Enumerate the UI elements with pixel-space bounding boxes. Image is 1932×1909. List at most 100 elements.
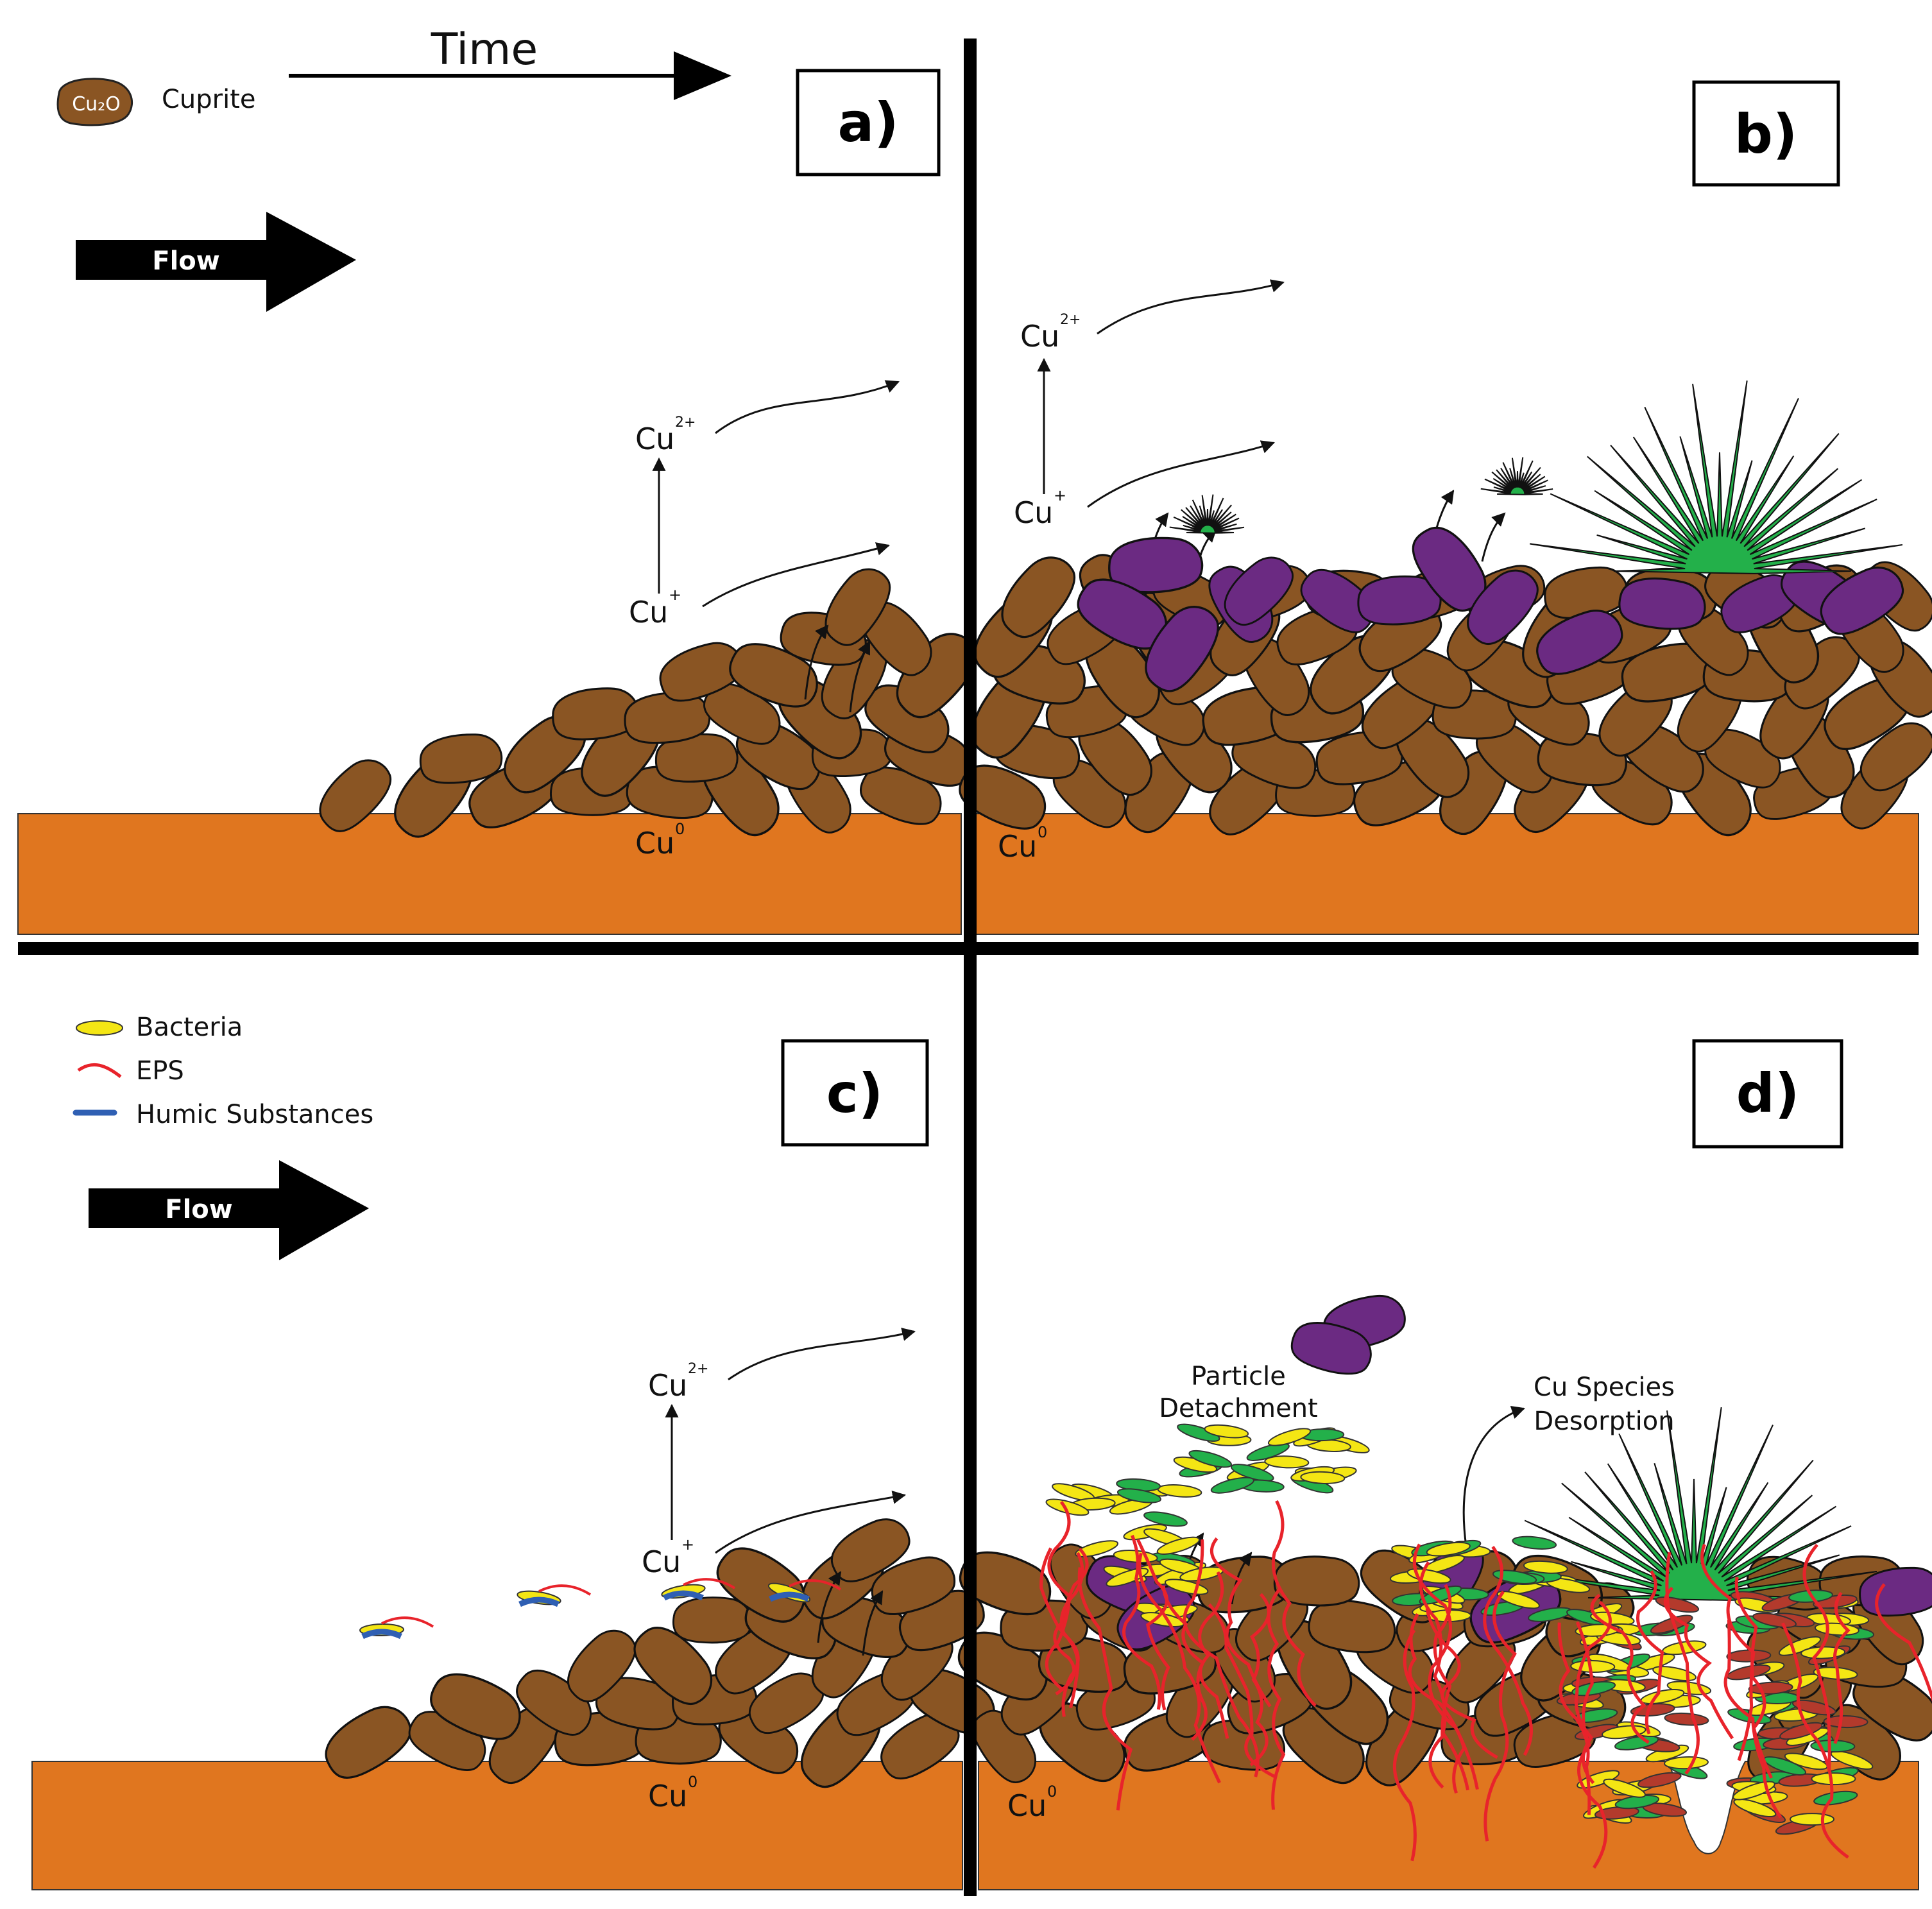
cuprite-legend: Cu₂O Cuprite — [56, 78, 256, 126]
bacterium — [1791, 1699, 1836, 1716]
bacterium — [1830, 1751, 1874, 1770]
panel-c-box: c) — [781, 1039, 929, 1147]
bacterium — [1732, 1781, 1775, 1801]
bacteria-legend-icon — [76, 1020, 123, 1036]
bacterium — [1603, 1778, 1646, 1798]
copper-substrate-a — [17, 813, 962, 935]
flow-arrow-bottom: Flow — [89, 1160, 369, 1260]
species-a: Cu 2+ Cu + Cu 0 — [629, 415, 696, 860]
bacterium — [1811, 1772, 1856, 1786]
bacterium — [1419, 1585, 1462, 1605]
green-crystal-large — [1504, 1407, 1877, 1601]
eps-strand — [1077, 1567, 1133, 1811]
eps-strand — [538, 1584, 592, 1596]
bacterium — [1267, 1428, 1312, 1446]
bacterium — [1779, 1722, 1823, 1740]
bacterium — [1813, 1790, 1858, 1806]
bacterium — [1496, 1591, 1540, 1609]
cu-desorption-line1: Cu Species — [1534, 1373, 1675, 1402]
panel-d-box-frame — [1692, 1039, 1843, 1149]
eps-strand — [381, 1616, 434, 1628]
eps-strand — [1833, 1591, 1851, 1744]
eps-strand — [1483, 1546, 1533, 1756]
bacterium — [1823, 1715, 1868, 1729]
eps-strand — [1419, 1561, 1470, 1791]
cu2plus-b: Cu — [1020, 319, 1059, 354]
bacterium — [1790, 1813, 1835, 1826]
bacteria-legend-label: Bacteria — [136, 1013, 243, 1042]
bacterium — [1204, 1424, 1249, 1439]
eps-strand — [1483, 1590, 1517, 1842]
bacterium — [1143, 1511, 1188, 1527]
arrow-cu2plus-release-a — [715, 380, 900, 434]
process-arrows — [652, 279, 1525, 1656]
humic-substance — [361, 1629, 402, 1639]
time-axis: Time — [289, 24, 731, 100]
biofilm-legend: Bacteria EPS Humic Substances — [73, 1013, 373, 1129]
cu0-b-charge: 0 — [1038, 823, 1047, 841]
cuprite-legend-icon — [56, 78, 133, 126]
time-arrow-head — [674, 51, 731, 100]
bacterium — [1156, 1536, 1200, 1555]
flow-arrow-bottom-shape — [89, 1160, 369, 1260]
bacterium — [1177, 1423, 1220, 1442]
bacterium — [1570, 1659, 1616, 1674]
flow-label-bottom: Flow — [165, 1195, 232, 1224]
eps-strand — [1781, 1622, 1849, 1859]
bacterium — [1492, 1570, 1537, 1584]
cu0-b: Cu — [998, 829, 1037, 864]
bacterium — [1188, 1450, 1232, 1468]
eps-strand — [1198, 1571, 1229, 1739]
panel-c-label: c) — [826, 1062, 883, 1125]
species-c: Cu 2+ Cu + Cu 0 — [642, 1361, 708, 1813]
cuprite-particle — [672, 1596, 753, 1645]
eps-strand — [1392, 1629, 1417, 1862]
eps-strand — [1428, 1584, 1452, 1789]
cu0-c-charge: 0 — [688, 1773, 697, 1791]
particle-detachment-line2: Detachment — [1159, 1394, 1318, 1423]
particle-detachment-line1: Particle — [1191, 1362, 1286, 1391]
panel-a-box-frame — [796, 69, 941, 176]
cu0-c: Cu — [648, 1779, 687, 1813]
humic-substance — [769, 1591, 810, 1602]
arrow-cuplus-release-c — [715, 1491, 907, 1554]
cu2plus-c: Cu — [648, 1368, 687, 1403]
bacterium — [1637, 1772, 1682, 1788]
cu2plus-a-charge: 2+ — [675, 415, 696, 431]
eps-strand — [683, 1578, 736, 1589]
annotation-particle-detachment: Particle Detachment — [1159, 1362, 1318, 1423]
arrow-particle-a2 — [849, 640, 871, 713]
eps-legend-label: EPS — [136, 1056, 184, 1086]
panel-b-box-frame — [1692, 80, 1840, 187]
bacterium — [1512, 1536, 1557, 1550]
bacterium — [1726, 1664, 1771, 1681]
eps-strand — [1138, 1552, 1221, 1784]
eps-strand — [1413, 1543, 1479, 1790]
panel-b-box: b) — [1692, 80, 1840, 187]
panel-d-box: d) — [1692, 1039, 1843, 1149]
eps-strand — [789, 1579, 842, 1591]
eps-strand — [1271, 1500, 1317, 1707]
eps-strand — [1557, 1622, 1591, 1815]
green-crystal-small — [1169, 494, 1245, 534]
eps-strand — [1734, 1577, 1774, 1779]
bacterium — [1426, 1541, 1471, 1557]
eps-strand — [1122, 1534, 1161, 1710]
species-b: Cu 2+ Cu + Cu 0 — [998, 312, 1081, 864]
eps-strand — [1590, 1593, 1650, 1744]
time-label: Time — [431, 24, 538, 75]
bacterium — [1664, 1756, 1709, 1770]
eps-legend-icon — [77, 1063, 122, 1078]
panel-b-label: b) — [1734, 103, 1798, 166]
bacterium — [1594, 1806, 1639, 1820]
humic-substance — [518, 1597, 560, 1607]
eps-strand — [1802, 1543, 1831, 1771]
biofilm-layer — [359, 1423, 1932, 1869]
cuprite-legend-label: Cuprite — [162, 85, 256, 114]
cuplus-b: Cu — [1014, 495, 1053, 530]
cuplus-b-charge: + — [1054, 486, 1066, 504]
arrow-cu2plus-release-b — [1097, 279, 1285, 335]
arrow-particle-c1 — [817, 1571, 842, 1643]
arrow-cu2plus-release-c — [728, 1328, 916, 1381]
